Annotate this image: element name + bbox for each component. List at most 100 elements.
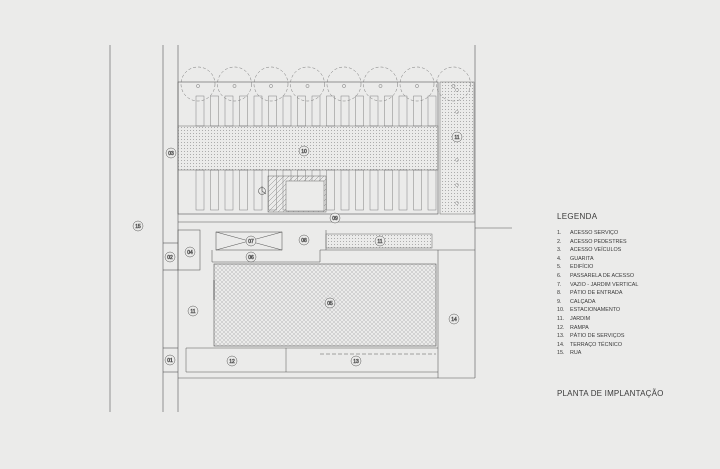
tree-trunk xyxy=(378,84,383,88)
svg-text:15: 15 xyxy=(135,224,141,230)
tree-trunk xyxy=(305,84,310,88)
plan-title: PLANTA DE IMPLANTAÇÃO xyxy=(557,389,664,398)
guard-house xyxy=(177,229,201,271)
legend-item-number: 10. xyxy=(557,307,565,314)
label-05: 05 xyxy=(324,297,336,309)
label-08: 08 xyxy=(298,234,310,246)
parking-stall xyxy=(210,95,219,127)
svg-text:10: 10 xyxy=(301,149,307,155)
parking-stall xyxy=(355,95,364,127)
legend-item-number: 14. xyxy=(557,341,565,348)
label-02: 02 xyxy=(164,251,176,263)
legend-item: 1.ACESSO SERVIÇO xyxy=(557,229,638,238)
svg-text:03: 03 xyxy=(168,151,174,157)
svg-text:11: 11 xyxy=(454,135,459,141)
label-09: 09 xyxy=(329,212,341,224)
tree-canopy xyxy=(363,66,398,102)
legend-item: 3.ACESSO VEÍCULOS xyxy=(557,246,638,255)
legend-item-number: 9. xyxy=(557,298,562,305)
legend-title: LEGENDA xyxy=(557,212,598,221)
legend-item: 4.GUARITA xyxy=(557,255,638,264)
svg-text:09: 09 xyxy=(332,216,338,222)
legend-item-text: PASSARELA DE ACESSO xyxy=(570,272,635,279)
label-11-planter: 11 xyxy=(374,235,386,247)
building xyxy=(213,263,437,347)
tree-trunk xyxy=(269,84,273,88)
legend-item: 8. PÁTIO DE ENTRADA xyxy=(557,289,638,298)
legend-item-number: 12. xyxy=(557,324,565,331)
legend-item-text: JARDIM xyxy=(570,315,591,322)
legend-item-number: 7. xyxy=(557,281,562,288)
svg-text:12: 12 xyxy=(229,359,235,365)
legend-item-number: 5. xyxy=(557,264,562,271)
parking-stall xyxy=(210,169,219,211)
legend-item-text: PÁTIO DE ENTRADA xyxy=(570,290,623,297)
svg-text:02: 02 xyxy=(167,255,173,261)
svg-text:07: 07 xyxy=(248,239,254,245)
legend-item: 15. RUA xyxy=(557,349,638,358)
svg-text:11: 11 xyxy=(377,239,382,245)
legend-item: 5.EDIFÍCIO xyxy=(557,263,638,272)
parking-stall xyxy=(239,169,248,211)
legend-item: 14.TERRAÇO TÉCNICO xyxy=(557,341,638,350)
parking-stall xyxy=(239,95,248,127)
legend-item-text: RAMPA xyxy=(570,324,589,331)
legend-item-number: 11. xyxy=(557,315,565,322)
parking-stall xyxy=(311,95,321,127)
parking-stall xyxy=(297,95,306,127)
tree-canopy xyxy=(326,66,362,102)
svg-text:04: 04 xyxy=(187,250,193,256)
label-15: 15 xyxy=(132,220,144,232)
legend-item-number: 4. xyxy=(557,255,562,262)
label-11-right: 11 xyxy=(451,131,463,143)
garden-strip-right xyxy=(439,81,475,215)
tree-canopy xyxy=(217,66,252,102)
parking-stall xyxy=(384,169,393,211)
label-13: 13 xyxy=(350,355,362,367)
label-01: 01 xyxy=(164,354,176,366)
label-11-left: 11 xyxy=(187,305,199,317)
parking-stall xyxy=(326,169,335,211)
tree-canopy xyxy=(290,66,325,102)
legend-item-number: 13. xyxy=(557,333,565,340)
legend-item-text: RUA xyxy=(570,350,582,357)
label-10: 10 xyxy=(298,145,310,157)
legend-item: 12. RAMPA xyxy=(557,324,638,333)
legend-item-text: VAZIO - JARDIM VERTICAL xyxy=(570,281,639,288)
parking-stall xyxy=(427,95,437,127)
legend-item-text: ACESSO PEDESTRES xyxy=(570,238,627,245)
tree-canopy xyxy=(180,66,216,102)
svg-text:14: 14 xyxy=(451,317,457,323)
legend-item-number: 2. xyxy=(557,238,562,245)
legend-item-number: 6. xyxy=(557,272,562,279)
svg-text:11: 11 xyxy=(190,309,195,315)
tree-canopy xyxy=(253,66,289,102)
parking-stall xyxy=(224,169,234,211)
svg-text:06: 06 xyxy=(248,255,254,261)
legend-item: 11. JARDIM xyxy=(557,315,638,324)
legend-item-number: 8. xyxy=(557,290,562,297)
parking-stall xyxy=(413,95,422,127)
tree-trunk xyxy=(232,84,237,88)
svg-text:13: 13 xyxy=(353,359,359,365)
label-06: 06 xyxy=(245,251,257,263)
legend-item-text: PÁTIO DE SERVIÇOS xyxy=(570,333,625,340)
parking-stall xyxy=(224,95,234,127)
label-14: 14 xyxy=(448,313,460,325)
legend-item: 2. ACESSO PEDESTRES xyxy=(557,238,638,247)
label-03: 03 xyxy=(165,147,177,159)
legend-item-number: 15. xyxy=(557,350,565,357)
parking-stall xyxy=(427,169,437,211)
parking-stall xyxy=(398,169,408,211)
legend-item: 6. PASSARELA DE ACESSO xyxy=(557,272,638,281)
svg-text:01: 01 xyxy=(167,358,173,364)
legend-item-text: ESTACIONAMENTO xyxy=(570,307,621,314)
parking-stall xyxy=(253,95,263,127)
accessibility-icon xyxy=(258,186,267,195)
legend-item: 10. ESTACIONAMENTO xyxy=(557,306,638,315)
parking-stall xyxy=(282,95,292,127)
legend-item-number: 1. xyxy=(557,230,562,236)
